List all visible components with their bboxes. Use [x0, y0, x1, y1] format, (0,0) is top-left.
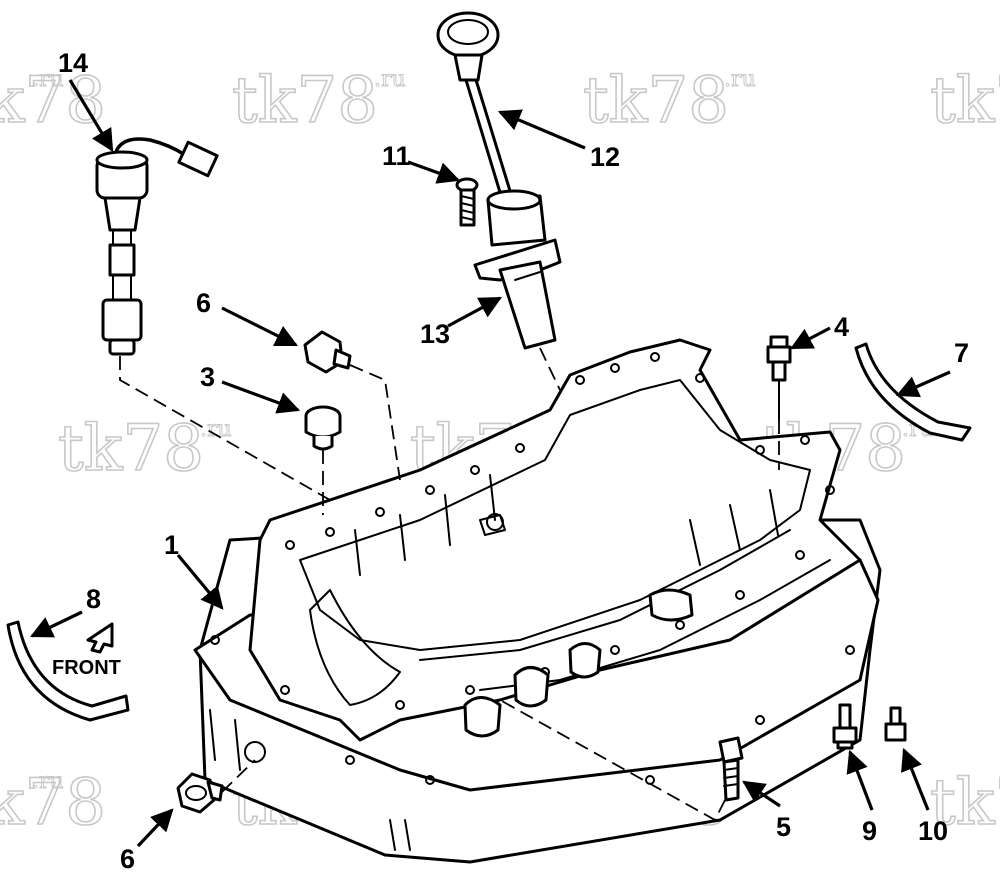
- svg-text:tk78: tk78: [58, 412, 204, 486]
- svg-text:tk78: tk78: [0, 766, 106, 840]
- callout-arrows: [29, 79, 951, 848]
- callout-13: 13: [420, 319, 450, 349]
- front-seal: [6, 620, 130, 722]
- oil-plug-upper: [303, 330, 401, 481]
- front-label: FRONT: [52, 657, 121, 679]
- plug: [304, 405, 342, 515]
- watermark: tk78.ru: [0, 765, 107, 841]
- svg-text:tk78: tk78: [232, 64, 378, 138]
- svg-text:.ru: .ru: [374, 67, 406, 92]
- callout-12: 12: [590, 142, 620, 172]
- callout-5: 5: [776, 812, 791, 842]
- watermark: tk78.ru: [57, 411, 232, 487]
- front-direction-indicator: FRONT: [52, 622, 121, 679]
- svg-text:tk78: tk78: [930, 766, 1000, 840]
- watermark: tk78: [929, 63, 1000, 139]
- watermark: tk78.ru: [0, 63, 107, 139]
- oil-pan: [193, 338, 882, 864]
- svg-text:tk78: tk78: [583, 64, 729, 138]
- callout-14: 14: [58, 48, 88, 78]
- callout-4: 4: [834, 312, 849, 342]
- svg-text:.ru: .ru: [200, 417, 232, 442]
- callout-labels: 14 12 11 13 6 3 4 7 1 8 6 5 9 10: [58, 48, 969, 874]
- dipstick-tube: [473, 189, 562, 391]
- callout-9: 11: [382, 141, 411, 171]
- svg-text:.ru: .ru: [32, 769, 64, 794]
- callout-6-lower: 6: [120, 844, 135, 874]
- watermark: tk78: [929, 765, 1000, 841]
- svg-text:.ru: .ru: [32, 67, 64, 92]
- callout-7: 7: [954, 338, 969, 368]
- callout-6-upper: 6: [196, 288, 211, 318]
- rear-seal: [854, 342, 972, 442]
- stud-bolt: [832, 703, 858, 750]
- svg-text:tk78: tk78: [930, 64, 1000, 138]
- svg-text:.ru: .ru: [724, 67, 756, 92]
- drain-plug: [176, 759, 256, 814]
- oil-level-sensor: [95, 137, 331, 501]
- short-bolt: [884, 706, 907, 742]
- callout-10: 9: [862, 816, 877, 846]
- watermark: tk78.ru: [231, 63, 406, 139]
- callout-3: 3: [200, 362, 215, 392]
- temp-sensor: [766, 335, 792, 470]
- callout-11: 10: [918, 816, 948, 846]
- tube-bolt: [455, 177, 479, 227]
- pan-bolt: [499, 699, 744, 822]
- svg-text:tk78: tk78: [0, 64, 106, 138]
- watermark: tk78.ru: [582, 63, 756, 139]
- callout-1: 1: [164, 530, 179, 560]
- callout-8: 8: [86, 584, 101, 614]
